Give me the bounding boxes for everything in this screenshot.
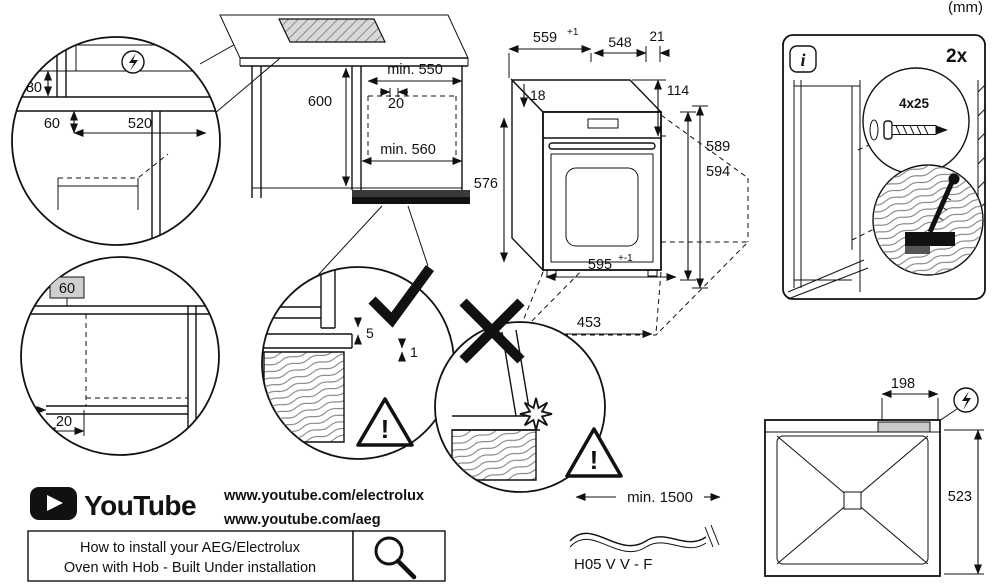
youtube-url-aeg: www.youtube.com/aeg xyxy=(223,512,381,528)
info-glyph: i xyxy=(800,50,805,70)
dim-20-bottom: 20 xyxy=(56,414,72,430)
oven-display xyxy=(587,118,619,129)
youtube-url-electrolux: www.youtube.com/electrolux xyxy=(223,488,424,504)
dim-20-rear: 20 xyxy=(388,96,404,112)
youtube-play-icon xyxy=(30,487,77,520)
caption-line-1: How to install your AEG/Electrolux xyxy=(80,540,301,556)
dim-114: 114 xyxy=(667,82,690,98)
dim-523: 523 xyxy=(948,489,972,505)
dim-18: 18 xyxy=(530,87,546,103)
screw-count: 2x xyxy=(946,46,968,67)
dim-600: 600 xyxy=(308,94,332,110)
dim-576: 576 xyxy=(474,176,498,192)
cable-min-length: min. 1500 xyxy=(627,489,693,506)
screw-into-wood-icon xyxy=(873,165,983,275)
dim-520: 520 xyxy=(128,116,152,132)
dim-80: 80 xyxy=(26,80,42,96)
warning-triangle-icon: ! xyxy=(356,397,414,447)
power-cable-drawing: min. 1500 H05 V V - F xyxy=(569,489,721,573)
top-left-power-zone-detail: 80 60 520 xyxy=(11,19,299,246)
dim-595-tol: +-1 xyxy=(618,253,633,264)
unit-note: (mm) xyxy=(948,0,983,16)
dim-559: 559 xyxy=(533,30,557,46)
dim-60-bottom: 60 xyxy=(59,281,75,297)
dim-min550: min. 550 xyxy=(387,62,443,78)
dim-198: 198 xyxy=(891,376,915,392)
mains-terminal-box xyxy=(877,421,931,433)
dim-548: 548 xyxy=(608,34,632,50)
dim-559-tol: +1 xyxy=(567,27,579,38)
magnifier-icon xyxy=(374,536,417,580)
cross-icon xyxy=(459,298,525,364)
dim-594: 594 xyxy=(706,164,730,180)
dim-1: 1 xyxy=(410,344,418,360)
info-icon: i xyxy=(789,45,817,73)
checkmark-icon xyxy=(368,265,435,328)
lightning-icon xyxy=(935,387,979,424)
wall-hatch xyxy=(977,84,986,211)
hob-cutout-hatch xyxy=(278,18,386,43)
youtube-footer: YouTube www.youtube.com/electrolux www.y… xyxy=(27,487,446,582)
dim-21: 21 xyxy=(649,29,664,44)
oven-window xyxy=(565,167,639,247)
oven-handle xyxy=(548,142,656,150)
bottom-left-gap-detail: 60 20 xyxy=(20,256,220,456)
warning-mark: ! xyxy=(590,445,599,475)
warning-mark: ! xyxy=(381,414,390,444)
dim-60: 60 xyxy=(44,116,60,132)
gap-correct-detail: 5 1 ! xyxy=(261,265,455,460)
screw-size: 4x25 xyxy=(899,96,930,111)
cable-type: H05 V V - F xyxy=(574,556,652,573)
screw-info-panel: i 2x xyxy=(782,34,986,300)
dim-589: 589 xyxy=(706,139,730,155)
caption-line-2: Oven with Hob - Built Under installation xyxy=(64,560,316,576)
plinth-strip-lower xyxy=(352,197,470,204)
dim-453: 453 xyxy=(577,315,601,331)
screw-icon: 4x25 xyxy=(869,96,948,141)
lightning-icon xyxy=(121,50,145,74)
rear-view-drawing: 198 523 xyxy=(764,376,984,577)
dim-min560: min. 560 xyxy=(380,142,436,158)
plinth-strip-upper xyxy=(352,190,470,197)
cabinet-drawing: 600 min. 550 20 min. 560 xyxy=(219,14,470,301)
oven-drawing: 559 +1 548 21 18 114 576 589 594 595 +-1… xyxy=(474,27,750,338)
dim-595: 595 xyxy=(588,257,612,273)
gap-wrong-detail: ! xyxy=(434,298,623,493)
burst-star-icon xyxy=(519,397,553,431)
youtube-wordmark: YouTube xyxy=(84,490,196,521)
oven-door xyxy=(550,153,654,263)
warning-triangle-icon: ! xyxy=(565,427,623,478)
dim-5: 5 xyxy=(366,325,374,341)
